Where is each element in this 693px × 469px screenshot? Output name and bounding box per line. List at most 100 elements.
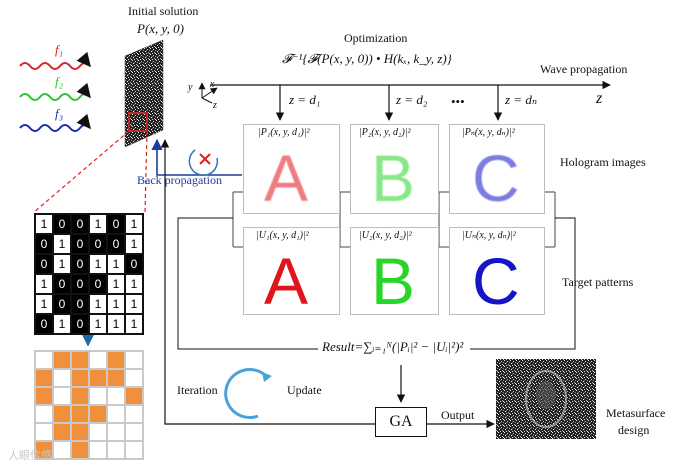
hologram-card-2: |P₂(x, y, d₂)|² B (350, 124, 439, 214)
result-formula: Result=∑ᵢ₌₁ᴺ(|Pᵢ|² − |Uᵢ|²)² (318, 339, 468, 355)
hologram-card-1: |P₁(x, y, d₁)|² A (243, 124, 340, 214)
orange-pixel (53, 351, 71, 369)
orange-pixel (35, 351, 53, 369)
orange-pixel (89, 369, 107, 387)
binary-cell: 0 (71, 254, 89, 274)
iteration-label: Iteration (177, 383, 218, 397)
wave-f3 (19, 113, 91, 132)
metasurface-label-line1: Metasurface (606, 406, 666, 420)
orange-pixel (53, 405, 71, 423)
frequency-label-f3: f₃ (55, 106, 64, 121)
orange-pixel (107, 351, 125, 369)
binary-cell: 1 (125, 234, 143, 254)
binary-cell: 0 (107, 214, 125, 234)
binary-cell: 1 (107, 294, 125, 314)
distance-label-d1: z = d₁ (289, 92, 321, 107)
wave-f2 (19, 82, 91, 101)
target-label-2: |U₂(x, y, d₂)|² (359, 230, 412, 241)
orange-pixel (71, 369, 89, 387)
orange-pixel (35, 423, 53, 441)
hologram-images-label: Hologram images (560, 155, 646, 169)
binary-cell: 0 (107, 234, 125, 254)
binary-cell: 0 (35, 254, 53, 274)
orange-pixel (125, 369, 143, 387)
binary-cell: 1 (35, 294, 53, 314)
coord-x-label: x (210, 79, 215, 90)
orange-pixel (35, 369, 53, 387)
binary-cell: 1 (125, 294, 143, 314)
binary-cell: 1 (125, 314, 143, 334)
initial-solution-label: Initial solution (128, 4, 199, 18)
zoom-selector-box (128, 112, 148, 132)
binary-cell: 1 (89, 314, 107, 334)
orange-pixel (53, 369, 71, 387)
coord-z-label: z (213, 100, 217, 111)
orange-pixel (107, 423, 125, 441)
target-card-2: |U₂(x, y, d₂)|² B (350, 227, 439, 315)
binary-cell: 1 (107, 274, 125, 294)
ga-box: GA (375, 407, 427, 437)
target-letter-C: C (472, 244, 520, 318)
watermark-text: 人眼传感 (8, 450, 52, 462)
hologram-label-n: |Pₙ(x, y, dₙ)|² (462, 127, 515, 138)
initial-solution-plane (124, 39, 164, 148)
orange-pixel (125, 441, 143, 459)
binary-cell: 1 (35, 214, 53, 234)
frequency-label-f1: f₁ (55, 42, 64, 57)
orange-pixel (89, 441, 107, 459)
orange-pixel (71, 441, 89, 459)
orange-pixel (125, 387, 143, 405)
target-label-1: |U₁(x, y, d₁)|² (256, 230, 309, 241)
binary-cell: 1 (107, 254, 125, 274)
optimization-label: Optimization (344, 31, 408, 45)
hologram-letter-C: C (472, 141, 520, 215)
orange-pixel (89, 405, 107, 423)
orange-pixel (53, 387, 71, 405)
orange-pixel (107, 441, 125, 459)
binary-cell: 0 (71, 214, 89, 234)
orange-pixel (53, 441, 71, 459)
binary-cell: 1 (53, 234, 71, 254)
orange-pixel (35, 387, 53, 405)
binary-cell: 0 (89, 234, 107, 254)
distance-label-d2: z = d₂ (396, 92, 428, 107)
orange-pixel (125, 423, 143, 441)
wave-propagation-label: Wave propagation (540, 62, 628, 76)
hologram-letter-B: B (371, 141, 416, 215)
binary-cell: 0 (71, 294, 89, 314)
binary-cell: 1 (107, 314, 125, 334)
orange-pixel (107, 369, 125, 387)
orange-pixel (125, 405, 143, 423)
distance-label-dn: z = dₙ (505, 92, 538, 107)
binary-cell: 1 (89, 254, 107, 274)
wave-f1 (19, 51, 91, 70)
orange-pixel (71, 423, 89, 441)
binary-cell: 1 (53, 254, 71, 274)
hologram-card-n: |Pₙ(x, y, dₙ)|² C (449, 124, 545, 214)
binary-cell: 1 (125, 274, 143, 294)
target-letter-A: A (264, 244, 309, 318)
binary-cell: 0 (35, 314, 53, 334)
binary-cell: 0 (71, 314, 89, 334)
target-letter-B: B (371, 244, 416, 318)
coord-y-label: y (188, 82, 193, 93)
hologram-label-1: |P₁(x, y, d₁)|² (258, 127, 310, 138)
target-patterns-label: Target patterns (562, 275, 634, 289)
initial-solution-equation: P(x, y, 0) (137, 21, 184, 36)
orange-pixel (89, 351, 107, 369)
fourier-expression: 𝓕⁻¹{𝓕(P(x, y, 0)) • H(kₓ, k_y, z)} (282, 51, 452, 66)
hologram-label-2: |P₂(x, y, d₂)|² (359, 127, 411, 138)
metasurface-label-line2: design (618, 423, 650, 437)
orange-pixel (89, 423, 107, 441)
binary-cell: 1 (125, 214, 143, 234)
binary-cell: 1 (35, 274, 53, 294)
target-card-n: |Uₙ(x, y, dₙ)|² C (449, 227, 545, 315)
binary-cell: 0 (71, 274, 89, 294)
binary-cell: 0 (125, 254, 143, 274)
orange-pixel (71, 351, 89, 369)
orange-pixel (89, 387, 107, 405)
frequency-label-f2: f₂ (55, 74, 64, 89)
binary-cell: 1 (89, 214, 107, 234)
